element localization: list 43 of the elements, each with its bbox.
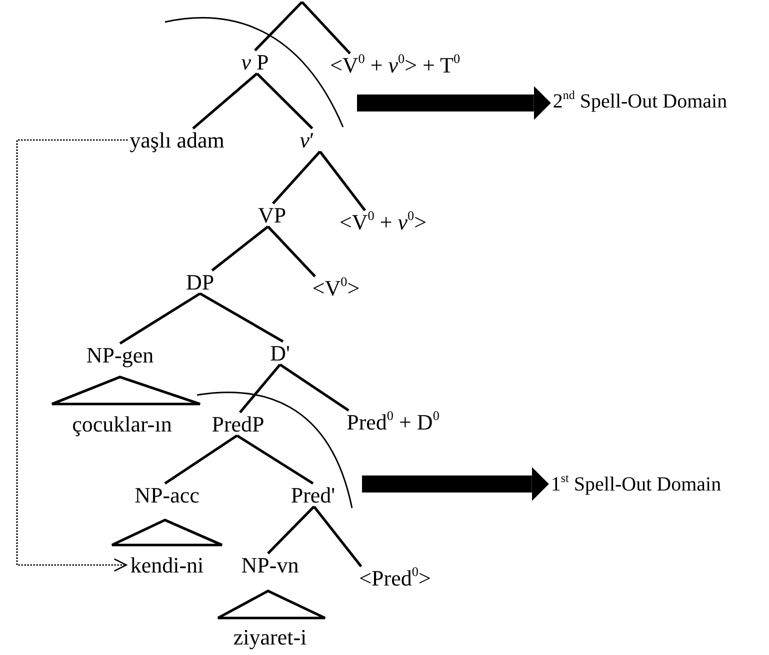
tree-branch: [254, 1, 303, 52]
category-label: <V$^{0}$ + v$^{0}$> + T$^{0}$: [330, 53, 460, 77]
category-label: v P: [241, 50, 269, 74]
category-label: D': [270, 341, 290, 365]
block-arrow: [357, 86, 551, 120]
tree-branch: [312, 506, 362, 568]
category-label: VP: [258, 203, 286, 227]
category-label: NP-vn: [241, 553, 299, 577]
spell-out-label: 2$^{nd}$ Spell-Out Domain: [552, 92, 728, 112]
tree-branch: [318, 150, 366, 212]
tree-branch: [301, 1, 351, 54]
movement-arrow: [16, 139, 128, 572]
category-label: NP-acc: [134, 483, 200, 507]
tree-branch: [256, 72, 314, 130]
spell-out-label: 1$^{st}$ Spell-Out Domain: [550, 474, 722, 496]
word-label: çocuklar-ın: [72, 412, 172, 436]
block-arrow: [362, 467, 549, 501]
tree-branch: [211, 226, 269, 272]
tree-branch: [267, 226, 316, 278]
tree-branch: [272, 150, 321, 204]
category-label: Pred': [290, 483, 336, 507]
triangle-roof: [110, 518, 224, 546]
category-label: NP-gen: [86, 343, 154, 367]
word-label: kendi-ni: [130, 553, 204, 577]
category-label: <V$^{0}$>: [312, 276, 360, 300]
category-label: DP: [186, 270, 214, 294]
tree-branch: [236, 434, 314, 485]
tree-branch: [239, 364, 281, 414]
category-label: v′: [300, 128, 314, 152]
tree-branch: [267, 506, 315, 554]
category-label: <Pred$^{0}$>: [359, 566, 431, 590]
tree-branch: [199, 292, 284, 343]
category-label: PredP: [212, 412, 264, 436]
tree-branch: [192, 72, 258, 130]
category-label: <V$^{0}$ + v$^{0}$>: [339, 210, 427, 234]
tree-branch: [279, 363, 350, 412]
tree-branch: [119, 292, 201, 345]
triangle-roof: [216, 590, 326, 620]
tree-branch: [164, 434, 238, 485]
triangle-roof: [50, 376, 202, 406]
category-label: Pred$^{0}$ + D$^{0}$: [346, 410, 440, 434]
word-label: yaşlı adam: [130, 128, 224, 152]
word-label: ziyaret-i: [233, 625, 307, 649]
